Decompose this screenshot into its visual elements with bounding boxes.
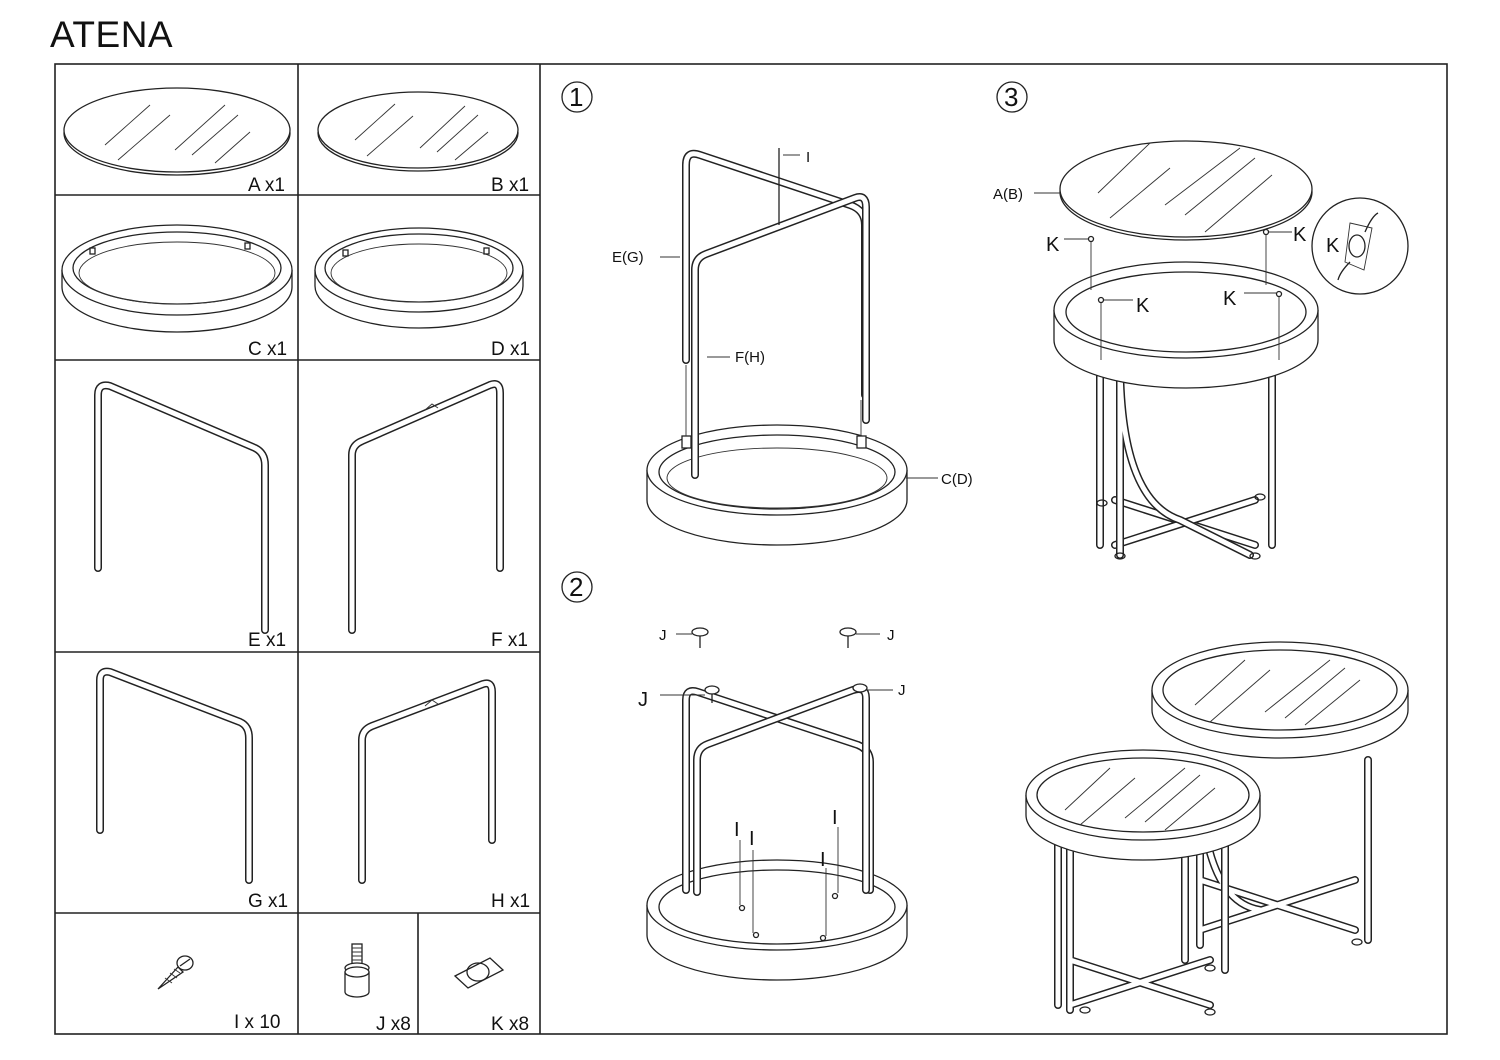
callout-label: K xyxy=(1293,224,1307,246)
part-b-glass-top-small: B x1 xyxy=(317,91,529,196)
callout-label: C(D) xyxy=(941,471,973,488)
tube-outline xyxy=(1116,356,1254,559)
tube-outline xyxy=(682,149,869,399)
part-j-foot: J x8 xyxy=(344,943,411,1035)
sheet-frame xyxy=(54,63,1448,1035)
callout-label: K xyxy=(1326,235,1340,257)
part-g-frame: G x1 xyxy=(96,667,288,912)
callout-label: 3 xyxy=(1004,82,1018,112)
part-f-label: F x1 xyxy=(491,630,528,651)
pad-k-detail-callout: K xyxy=(1311,197,1409,295)
tube-inner xyxy=(1182,757,1371,963)
tube-inner xyxy=(95,382,268,633)
step-2: 2 J J J J I I I I xyxy=(561,571,908,981)
callout-label: K xyxy=(1223,288,1237,310)
callout-label: I xyxy=(734,819,740,841)
step-1: 1 I E(G) F(H) C(D) xyxy=(561,81,973,546)
callout-label: K xyxy=(1046,234,1060,256)
step-1-marker xyxy=(561,81,593,113)
step-3: 3 A(B) K K K K K xyxy=(993,81,1409,560)
callout-label: J xyxy=(659,627,667,644)
tube-outline xyxy=(348,380,504,634)
callout-label: A(B) xyxy=(993,186,1023,203)
tube-inner xyxy=(694,686,869,895)
callout-label: I xyxy=(832,807,838,829)
callout-label: 1 xyxy=(569,82,583,112)
part-a-label: A x1 xyxy=(248,175,285,196)
tube-inner xyxy=(683,151,868,398)
tube-inner xyxy=(1055,827,1228,1013)
part-k-label: K x8 xyxy=(491,1014,529,1035)
document-title: ATENA xyxy=(50,14,174,55)
callout-label: I xyxy=(806,149,810,166)
part-e-frame: E x1 xyxy=(94,381,286,651)
part-e-label: E x1 xyxy=(248,630,286,651)
tube-outline xyxy=(358,679,496,884)
tube-inner xyxy=(1097,357,1275,548)
part-j-label: J x8 xyxy=(376,1014,411,1035)
tube-inner xyxy=(97,669,252,883)
callout-label: J xyxy=(898,682,906,699)
callout-label: I xyxy=(749,828,755,850)
callout-label: F(H) xyxy=(735,349,765,366)
part-b-label: B x1 xyxy=(491,175,529,196)
step-3-marker xyxy=(996,81,1028,113)
foot-j-icons xyxy=(691,627,868,703)
step-2-marker xyxy=(561,571,593,603)
part-f-frame: F x1 xyxy=(348,380,528,651)
part-c-label: C x1 xyxy=(248,339,287,360)
tube-inner xyxy=(359,680,495,883)
part-d-label: D x1 xyxy=(491,339,530,360)
part-k-pad: K x8 xyxy=(453,957,529,1035)
part-h-frame: H x1 xyxy=(358,679,530,912)
tube-outline xyxy=(94,381,269,634)
part-h-label: H x1 xyxy=(491,891,530,912)
part-g-label: G x1 xyxy=(248,891,288,912)
callout-label: E(G) xyxy=(612,249,644,266)
callout-label: K xyxy=(1136,295,1150,317)
part-a-glass-top-large: A x1 xyxy=(63,87,291,196)
callout-label: J xyxy=(887,627,895,644)
tube-inner xyxy=(349,381,503,633)
callout-label: J xyxy=(638,689,648,711)
callout-label: I xyxy=(820,849,826,871)
part-i-screw: I x 10 xyxy=(157,955,280,1033)
tube-outline xyxy=(96,667,253,884)
tube-inner xyxy=(692,194,869,478)
part-c-ring-large: C x1 xyxy=(61,224,293,360)
assembled-tables-illustration xyxy=(1025,641,1409,1016)
part-i-label: I x 10 xyxy=(234,1012,280,1033)
callout-label: 2 xyxy=(569,572,583,602)
part-d-ring-small: D x1 xyxy=(314,227,530,360)
